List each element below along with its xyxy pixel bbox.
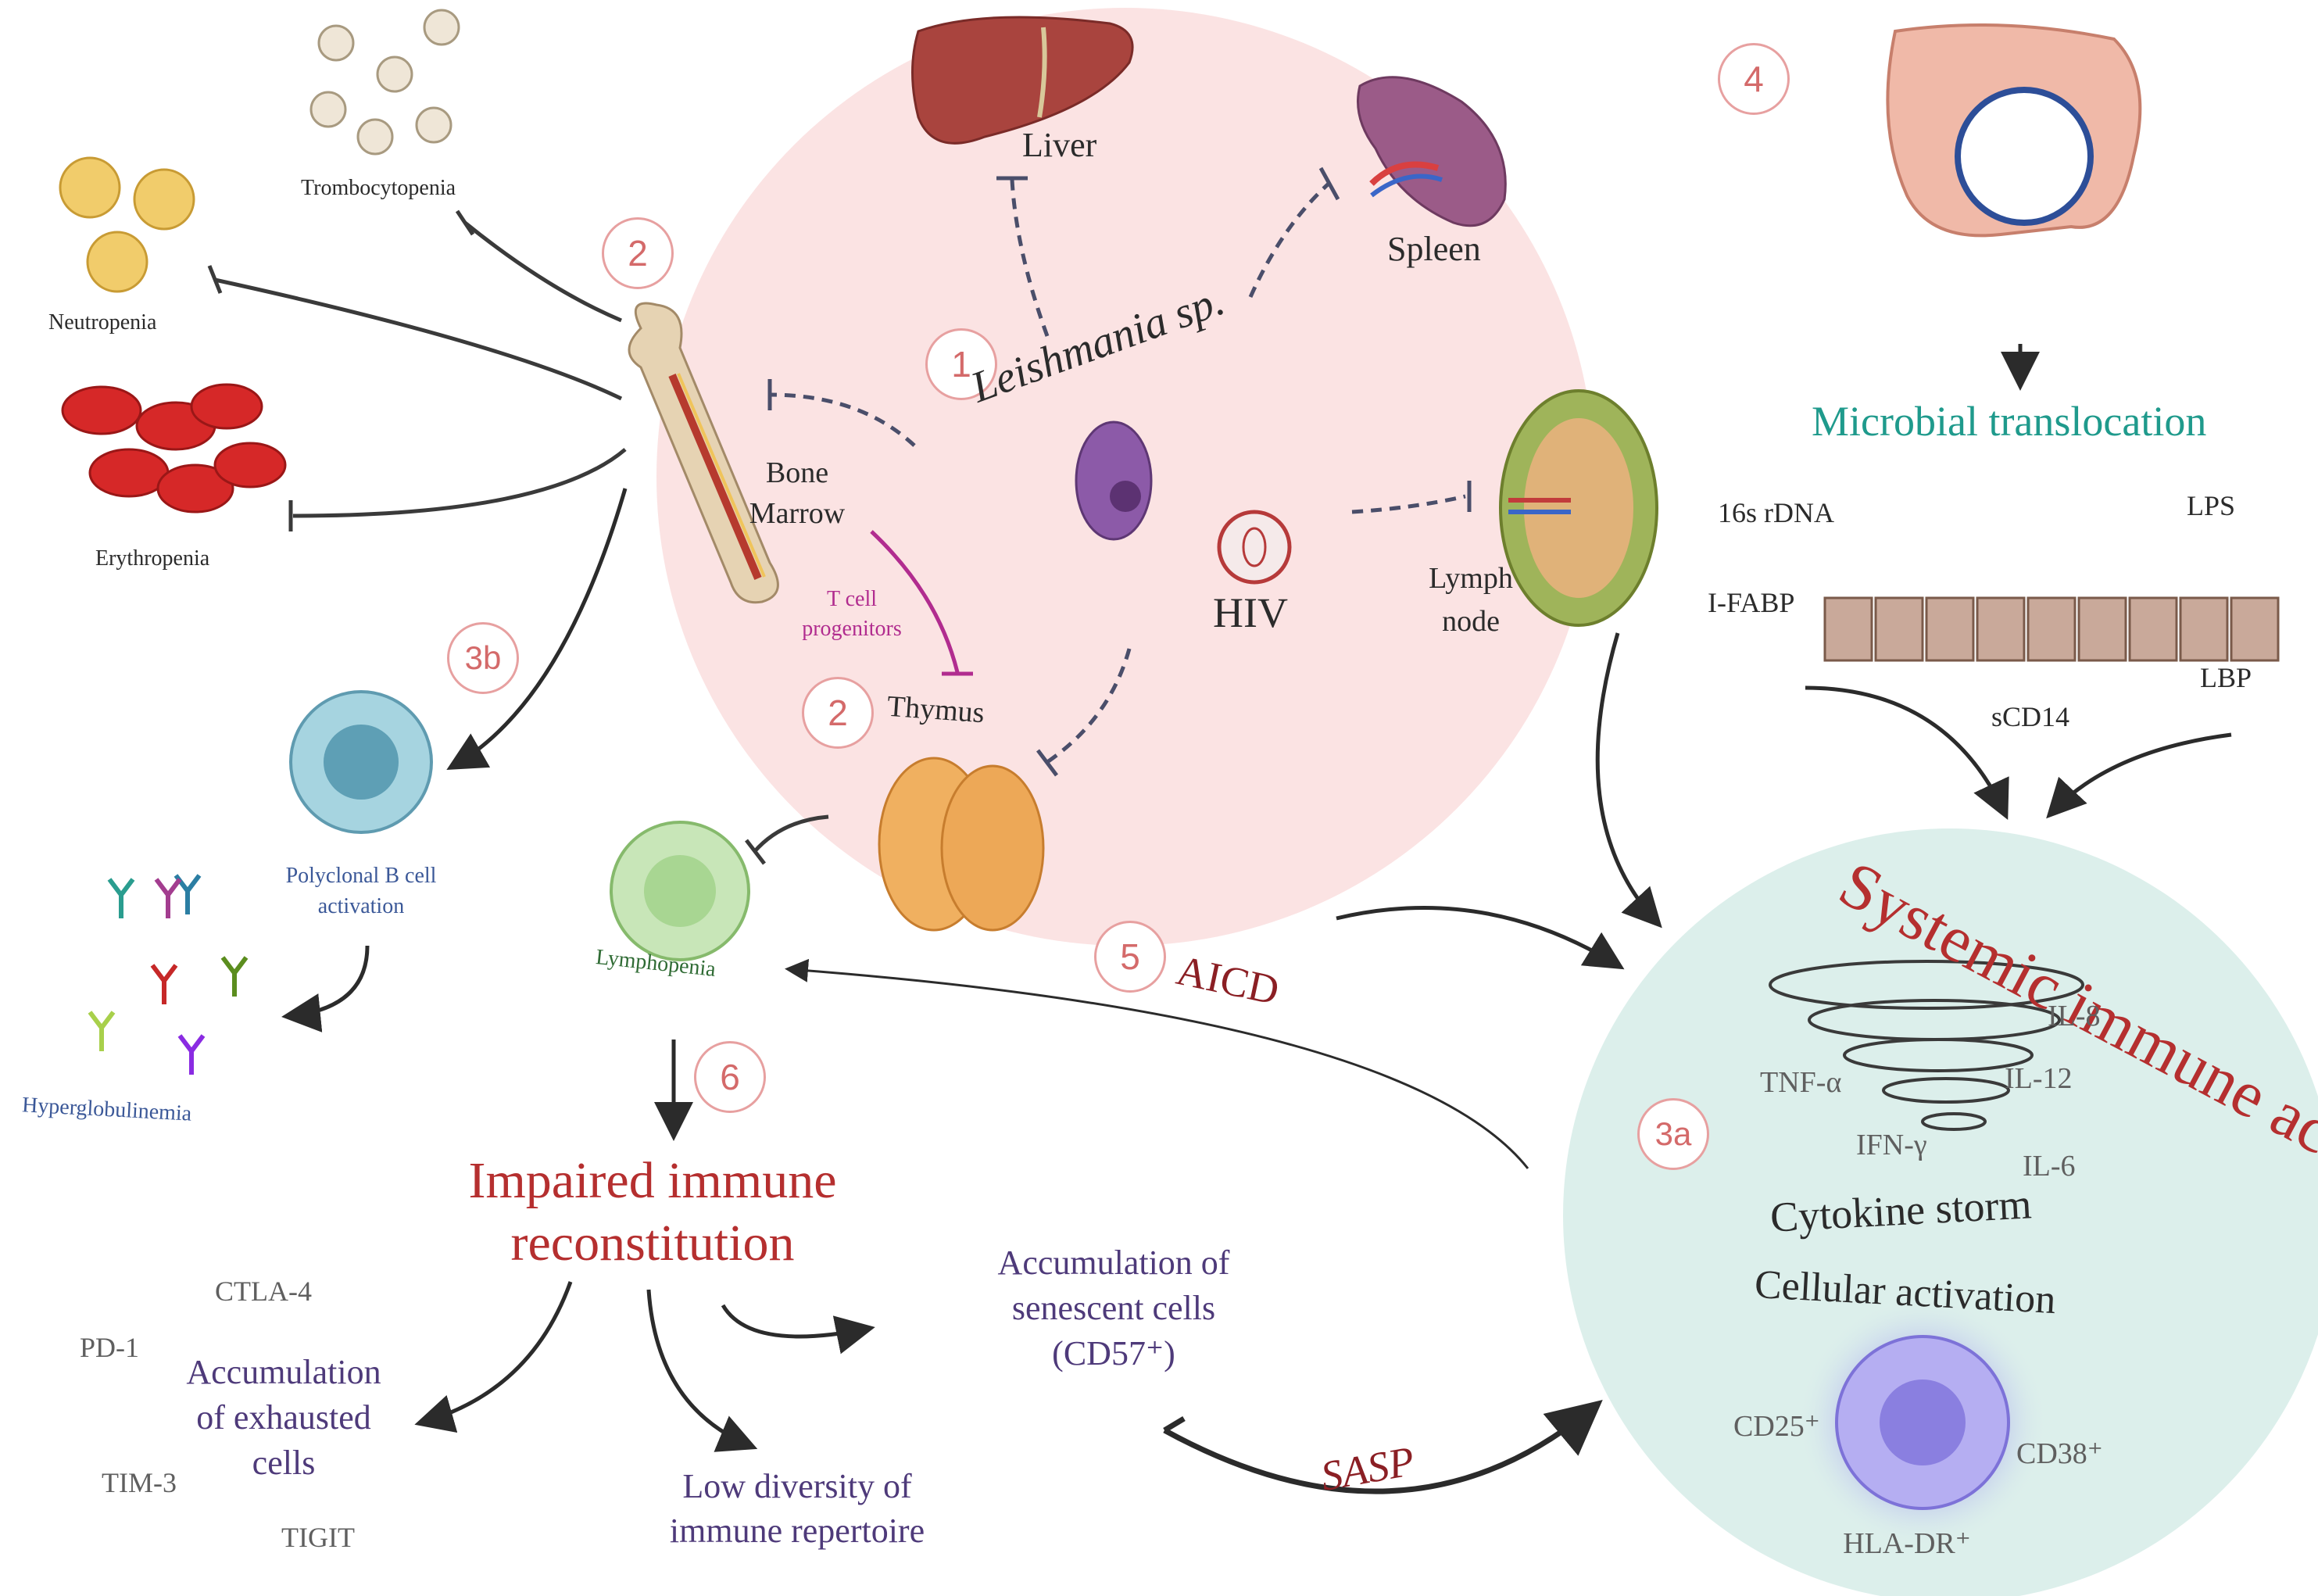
gut-illustration [1886,23,2142,238]
bone-marrow-label-line2: Marrow [749,497,846,530]
microbial-translocation-label: Microbial translocation [1812,398,2207,445]
dashed-inhibition-lines [769,179,1466,764]
low-diversity-line1: Low diversity of [682,1467,912,1505]
exhausted-cells-line2: of exhausted [196,1398,371,1437]
ctla-4-label: CTLA-4 [215,1276,312,1307]
lymphocyte-illustration [610,821,750,961]
platelet-cluster [309,9,460,156]
leishmania-illustration [1075,420,1153,541]
scd14-label: sCD14 [1991,701,2070,732]
pd-1-label: PD-1 [80,1332,140,1363]
cytokine-spiral-illustration [1769,960,2084,1131]
neutropenia-label: Neutropenia [48,310,157,335]
tim-3-label: TIM-3 [102,1467,177,1498]
i-fabp-label: I-FABP [1708,587,1795,618]
hiv-illustration [1217,510,1292,585]
tnf-alpha-label: TNF-α [1760,1066,1842,1099]
step-badge-2-thymus: 2 [802,677,874,749]
trombocytopenia-label: Trombocytopenia [301,176,456,200]
impaired-immune-reconstitution-line1: Impaired immune [468,1152,837,1209]
il-6-label: IL-6 [2023,1150,2076,1183]
ifn-gamma-label: IFN-γ [1856,1129,1927,1161]
step-badge-3b: 3b [447,622,519,694]
liver-illustration [911,16,1134,145]
polyclonal-b-cell-label-line2: activation [317,894,405,918]
impaired-immune-reconstitution-line2: reconstitution [510,1215,795,1272]
spleen-label: Spleen [1387,230,1481,268]
sasp-arrow [1163,1400,1603,1494]
activated-cell-nucleus [1880,1380,1966,1465]
step-badge-3a: 3a [1637,1098,1709,1170]
step-badge-5: 5 [1094,921,1166,993]
inhibition-bars [767,166,1472,777]
liver-label: Liver [1022,126,1097,164]
bone-inhibition-curves [214,221,829,853]
step-badge-4: 4 [1718,43,1790,115]
thymus-label: Thymus [885,689,986,730]
polyclonal-b-cell-label-line1: Polyclonal B cell [285,864,437,888]
tigit-label: TIGIT [281,1522,355,1553]
thymus-illustration [878,757,1045,932]
t-cell-progenitors-label-line2: progenitors [802,617,902,641]
cd25-label: CD25⁺ [1733,1410,1820,1443]
lbp-label: LBP [2200,662,2252,693]
systemic-activation-circle [1563,828,2318,1596]
lps-label: LPS [2187,490,2236,521]
t-cell-progenitor-line [870,530,960,673]
step-badge-1: 1 [925,328,997,400]
lymph-node-label-line2: node [1442,605,1500,638]
neutrophil-cluster [59,156,195,293]
hla-dr-label: HLA-DR⁺ [1843,1527,1971,1560]
epithelium-illustration [1823,596,2280,662]
hiv-label: HIV [1213,589,1288,636]
lymph-node-illustration [1499,389,1658,627]
senescent-cells-line2: senescent cells [1011,1289,1216,1327]
bone-marrow-label-line1: Bone [765,456,829,489]
bone-inhibition-bars [207,209,766,865]
16s-rdna-label: 16s rDNA [1718,497,1834,528]
erythropenia-label: Erythropenia [95,546,210,571]
il-8-label: IL-8 [2048,1000,2101,1032]
flow-arrows [281,344,2232,1452]
t-cell-progenitors-label-line1: T cell [826,587,878,611]
low-diversity-line2: immune repertoire [669,1512,925,1550]
bone-illustration [628,302,779,604]
exhausted-cells-line3: cells [252,1444,316,1482]
lymph-node-label-line1: Lymph [1429,562,1513,595]
senescent-cells-line1: Accumulation of [997,1244,1230,1282]
erythrocyte-cluster [61,383,287,514]
step-badge-2-bone: 2 [602,217,674,289]
b-cell-illustration [289,690,433,834]
aicd-arrow [785,958,1529,1169]
spleen-illustration [1357,76,1507,227]
step-badge-6: 6 [694,1041,766,1113]
cd38-label: CD38⁺ [2016,1437,2103,1470]
il-12-label: IL-12 [2005,1062,2073,1095]
exhausted-cells-line1: Accumulation [186,1353,381,1391]
antibody-cluster [88,874,249,1075]
senescent-cells-line3: (CD57⁺) [1052,1334,1175,1372]
